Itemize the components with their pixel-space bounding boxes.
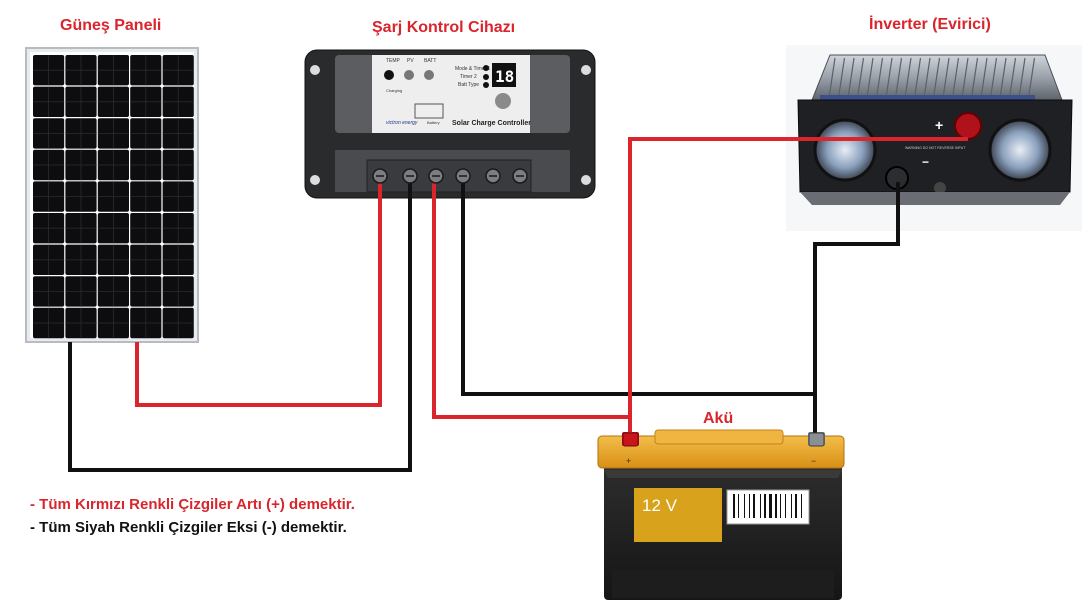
controller-tab-batt: BATT [424,58,436,64]
controller-menu-2: Timer 2 [460,74,477,80]
controller-display [492,63,516,87]
solar-panel-title: Güneş Paneli [60,17,162,34]
wire-panel-negative [68,175,412,472]
charge-controller [304,49,596,199]
battery-symbol-icon [414,103,444,119]
battery-minus: − [811,456,816,466]
controller-brand: victron energy [386,120,418,126]
battery-plus: + [626,456,631,466]
wires [68,137,968,472]
controller-caption: Solar Charge Controller [452,120,531,127]
controller-menu-3: Batt Type [458,82,479,88]
controller-sub-right: Battery [427,120,440,125]
controller-led-pv [404,70,414,80]
controller-terminals [372,168,528,184]
controller-button[interactable] [495,93,511,109]
controller-display-value: 18 [495,67,514,86]
controller-sub-left: Charging [386,88,402,93]
battery-title: Akü [703,410,734,427]
inverter-title: İnverter (Evirici) [869,16,991,33]
inverter-warning: WARNING DO NOT REVERSE INPUT [905,146,966,150]
wire-battery-inverter-negative [813,182,900,440]
controller-menu-1: Mode & Timer 1 [455,66,491,72]
wire-controller-battery-negative [461,175,815,396]
wire-battery-inverter-positive [628,137,968,440]
wire-panel-positive [135,175,382,407]
battery [597,429,845,600]
battery-voltage: 12 V [642,496,678,515]
inverter-minus: − [922,155,929,169]
controller-led-batt [424,70,434,80]
solar-cell-grid [33,55,194,339]
battery-terminals [622,432,825,447]
legend-black: - Tüm Siyah Renkli Çizgiler Eksi (-) dem… [30,519,347,536]
legend-red: - Tüm Kırmızı Renkli Çizgiler Artı (+) d… [30,496,355,513]
controller-led-temp [384,70,394,80]
controller-tab-pv: PV [407,58,414,64]
battery-barcode [733,494,802,518]
inverter-plus: + [935,117,943,133]
inverter-cooling-fins [828,57,1036,99]
charge-controller-title: Şarj Kontrol Cihazı [372,19,516,36]
controller-tab-temp: TEMP [386,58,401,64]
solar-panel [25,47,199,343]
